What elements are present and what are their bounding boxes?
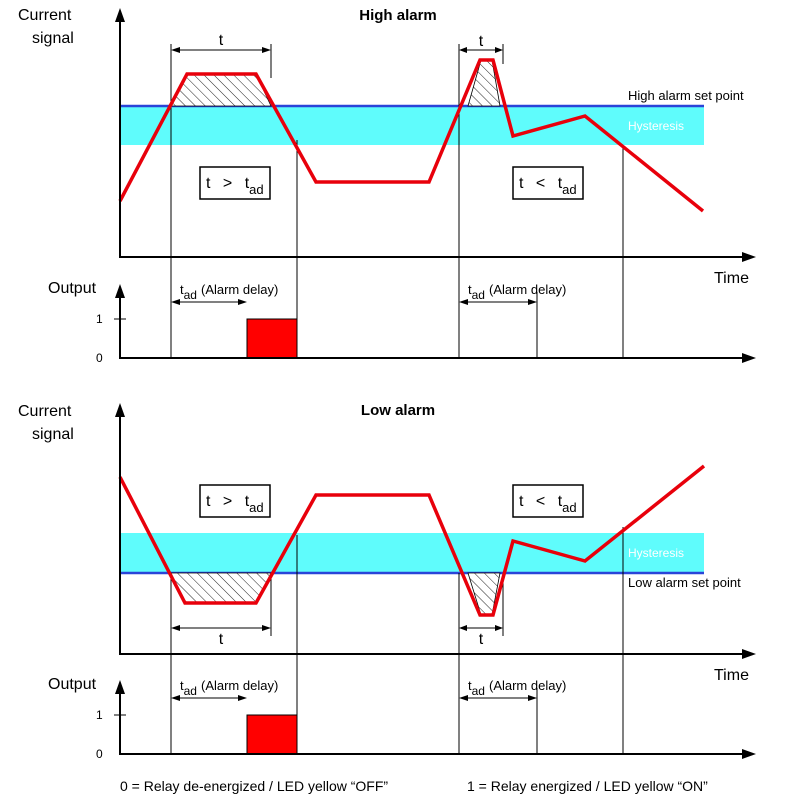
high-tick-0: 0 (96, 351, 103, 365)
low-output-label: Output (48, 676, 97, 693)
high-output-pulse (246, 318, 298, 359)
low-signal-trace (118, 464, 706, 617)
low-condition-box-1 (199, 484, 271, 518)
high-hysteresis-label: Hysteresis (628, 119, 684, 133)
high-hysteresis-band (120, 106, 704, 145)
high-delay-label-2: tad(Alarm delay) (468, 282, 566, 302)
high-condition-2: t < tad (519, 175, 577, 197)
legend-zero: 0 = Relay de-energized / LED yellow “OFF… (120, 778, 388, 794)
low-alarm-panel: t t t > tad t < tad Low alarm Current si… (18, 402, 756, 754)
low-condition-2: t < tad (519, 493, 577, 515)
high-output-axes (114, 284, 756, 363)
high-signal-trace (118, 58, 705, 213)
low-tick-1: 1 (96, 708, 103, 722)
high-signal-axes (115, 8, 756, 262)
high-setpoint-label: High alarm set point (628, 88, 744, 103)
high-t-label-1: t (219, 32, 224, 49)
high-condition-box-2 (512, 166, 584, 200)
low-y-label-line2: signal (32, 426, 74, 443)
low-output-panel: Output 1 0 tad(Alarm delay) tad(Alarm de… (48, 676, 756, 761)
high-delay-dimension-2 (459, 299, 537, 305)
high-t-label-2: t (479, 33, 484, 50)
legend-one: 1 = Relay energized / LED yellow “ON” (467, 778, 708, 794)
high-t-dimension-1 (171, 47, 271, 53)
high-guide-lines (170, 44, 624, 358)
low-hysteresis-label: Hysteresis (628, 546, 684, 560)
high-delay-dimension-1 (171, 299, 247, 305)
low-hysteresis-band (120, 533, 704, 573)
high-y-label-line1: Current (18, 7, 72, 24)
low-t-label-2: t (479, 631, 484, 648)
low-delay-label-2: tad(Alarm delay) (468, 678, 566, 698)
low-output-pulse (246, 714, 298, 755)
low-title: Low alarm (361, 402, 435, 419)
high-condition-box-1 (199, 166, 271, 200)
low-delay-label-1: tad(Alarm delay) (180, 678, 278, 698)
low-exceed-area-1 (170, 572, 272, 604)
high-x-label: Time (714, 270, 749, 287)
high-y-label-line2: signal (32, 30, 74, 47)
low-delay-dimension-2 (459, 695, 537, 701)
high-title: High alarm (359, 7, 437, 24)
low-tick-0: 0 (96, 747, 103, 761)
high-delay-label-1: tad(Alarm delay) (180, 282, 278, 302)
low-t-dimension-2 (459, 625, 503, 631)
high-output-panel: Output 1 0 tad(Alarm delay) tad(Alarm de… (48, 280, 756, 365)
low-condition-1: t > tad (206, 493, 264, 515)
low-t-dimension-1 (171, 625, 271, 631)
high-alarm-panel: t t t > tad t < tad High alarm Current s… (18, 7, 756, 358)
low-delay-dimension-1 (171, 695, 247, 701)
high-output-label: Output (48, 280, 97, 297)
low-signal-axes (115, 403, 756, 659)
low-y-label-line1: Current (18, 403, 72, 420)
low-t-label-1: t (219, 631, 224, 648)
high-condition-1: t > tad (206, 175, 264, 197)
high-tick-1: 1 (96, 312, 103, 326)
high-t-dimension-2 (459, 47, 503, 53)
low-x-label: Time (714, 667, 749, 684)
low-setpoint-label: Low alarm set point (628, 575, 741, 590)
low-output-axes (114, 680, 756, 759)
low-condition-box-2 (512, 484, 584, 518)
